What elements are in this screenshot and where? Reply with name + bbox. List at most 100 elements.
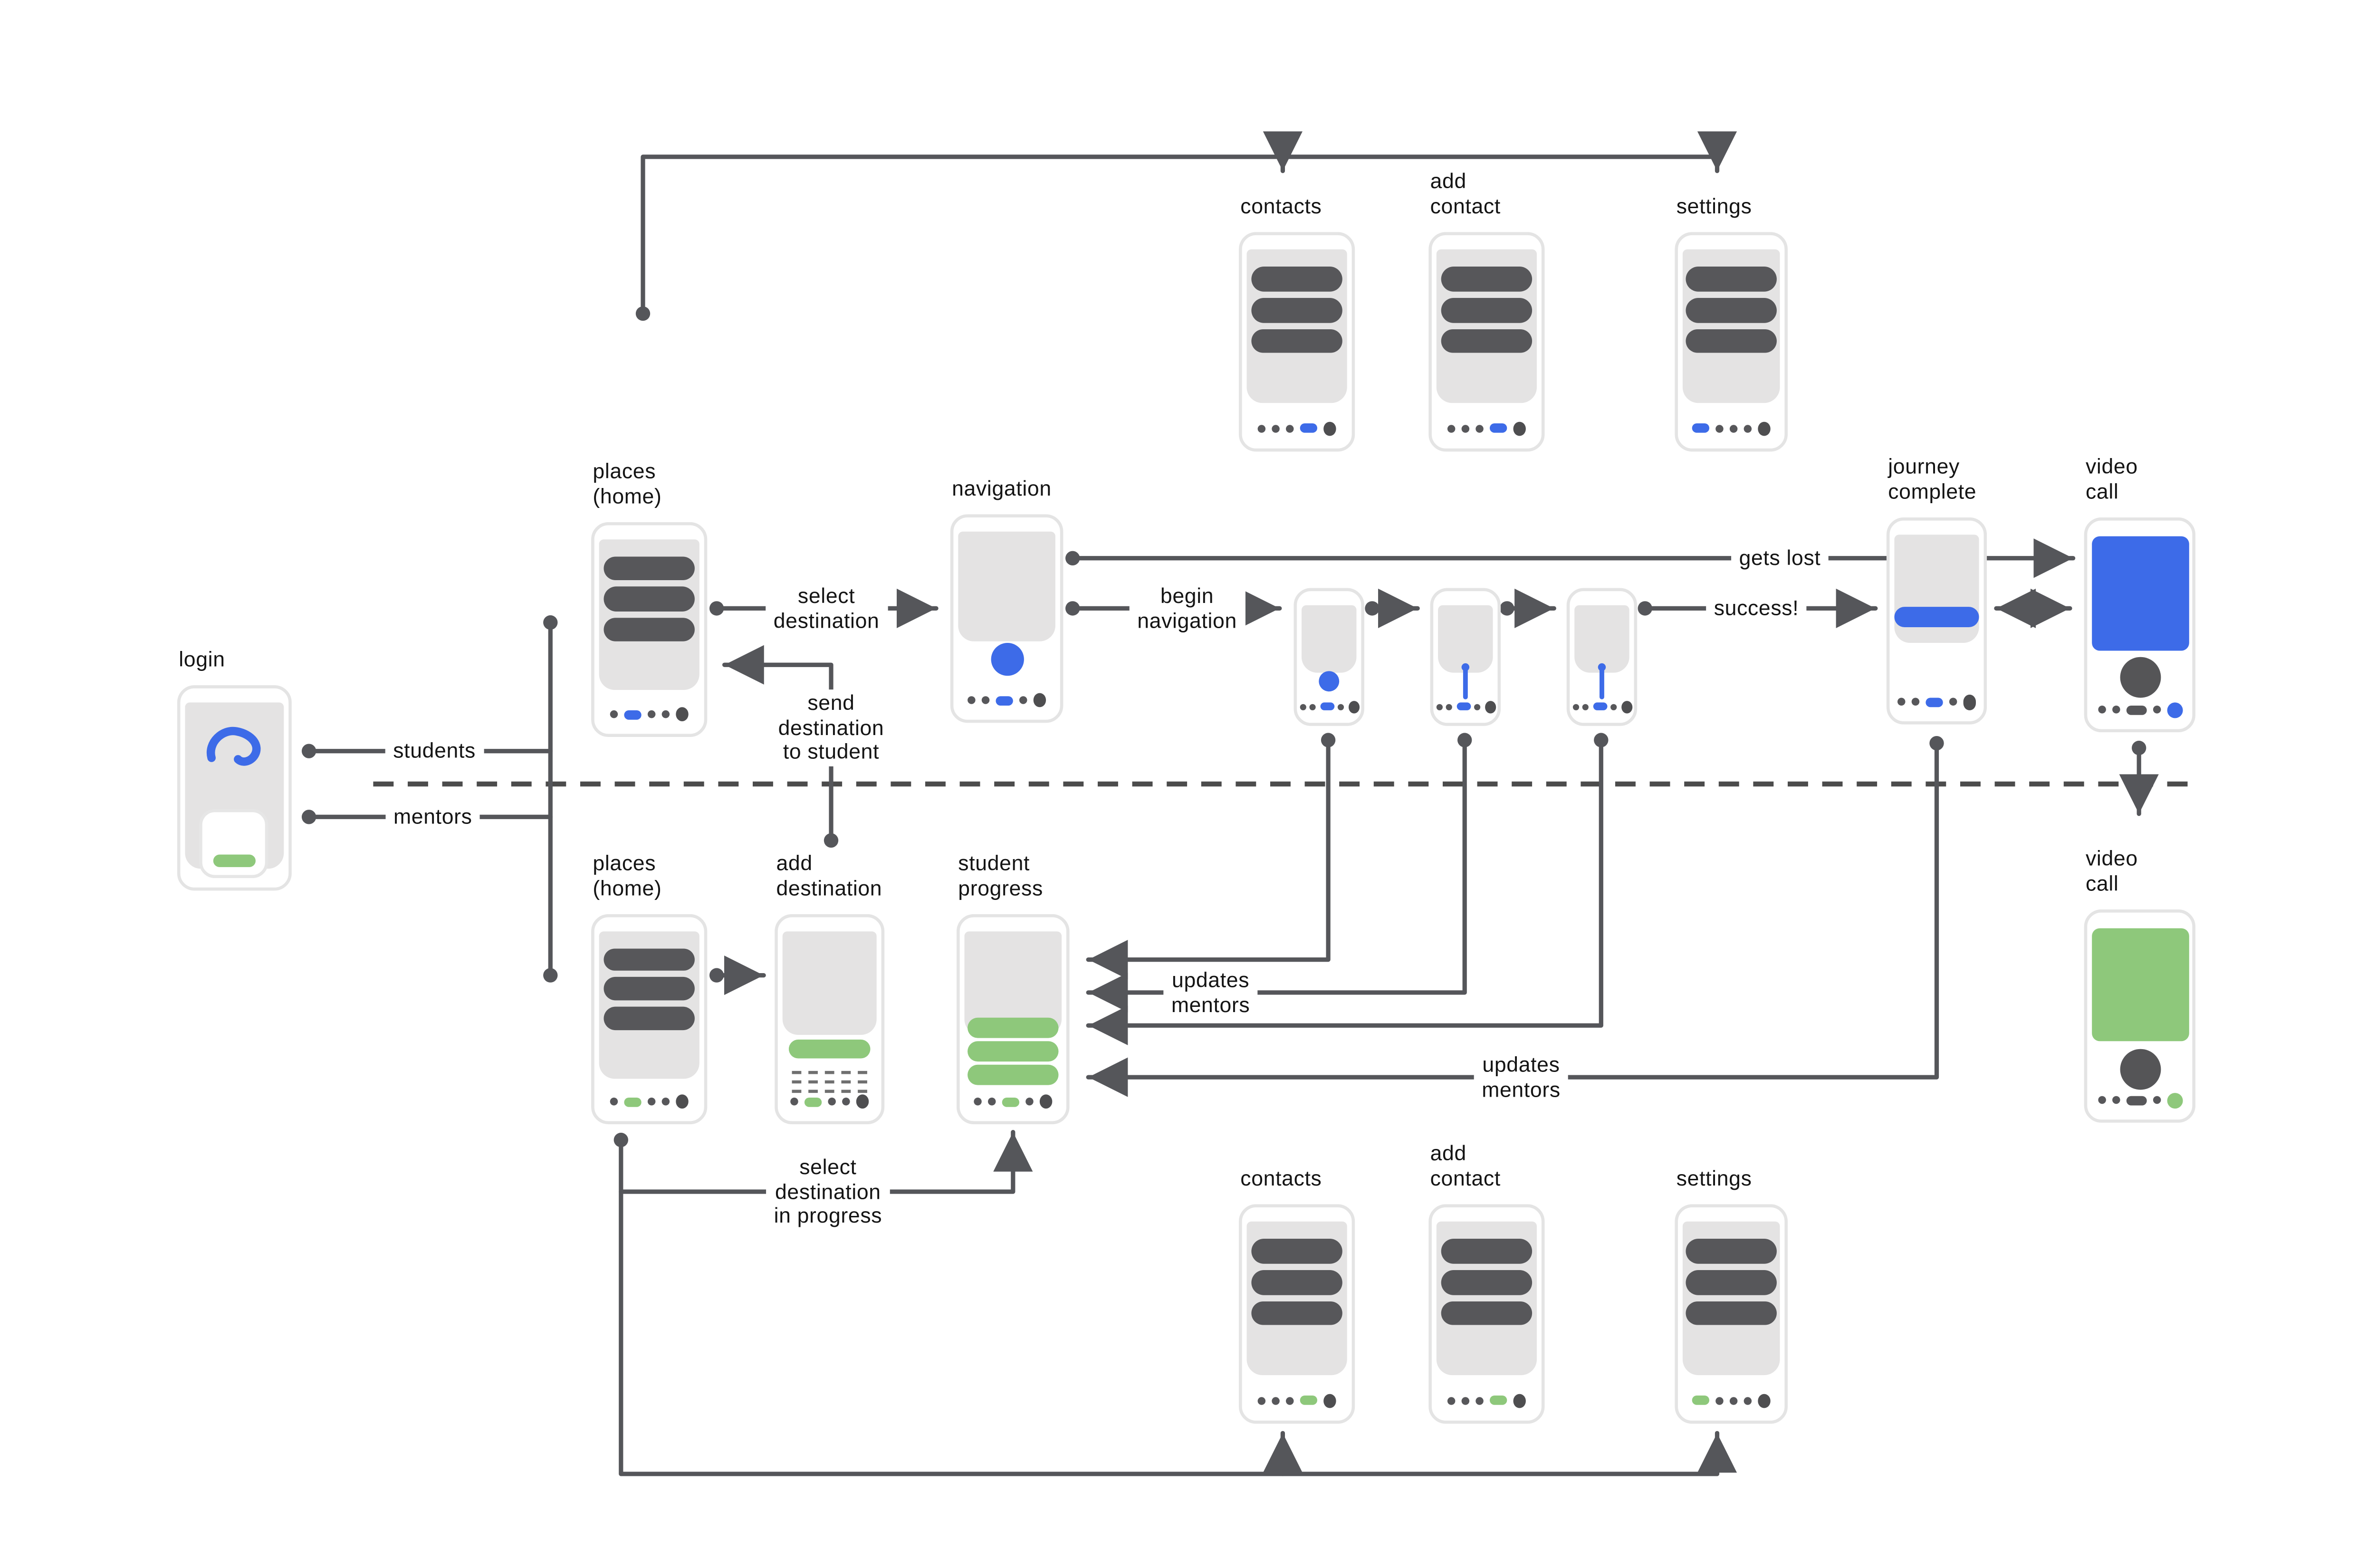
phone-contacts-mentors: [1239, 1204, 1355, 1424]
phone-nav-step-2: [1430, 588, 1501, 726]
edge-label-updates-mentors-journey: updates mentors: [1474, 1051, 1569, 1103]
navbar-dots: [2087, 699, 2192, 720]
navbar-dot: [1897, 698, 1905, 706]
wire-places-to-top-menu: [635, 131, 1737, 321]
phone-label-add-contact-mentors: add contact: [1430, 1141, 1501, 1190]
navbar-dots: [1678, 419, 1784, 439]
navbar-dot-active: [2166, 701, 2182, 717]
navbar-dot: [609, 1098, 618, 1106]
login-logo-icon: [203, 724, 266, 774]
navbar-dots: [1432, 419, 1542, 439]
navbar-dot-home: [1963, 694, 1976, 710]
phone-label-login: login: [179, 647, 225, 671]
edge-label-gets-lost: gets lost: [1731, 544, 1829, 572]
phone-label-journey-complete: journey complete: [1888, 455, 1977, 504]
navbar-dot-home: [1323, 421, 1337, 436]
phone-navigation: [950, 514, 1063, 723]
navbar-dot: [661, 1098, 670, 1106]
phone-login: [177, 685, 292, 891]
edge-label-success: success!: [1706, 594, 1807, 622]
list-item-bar: [603, 947, 696, 972]
map-screen: [958, 531, 1055, 642]
navbar-dot: [827, 1098, 836, 1106]
navbar-dot: [1475, 424, 1483, 433]
list-item-bar: [1686, 1270, 1776, 1295]
route-line-icon: [1463, 666, 1467, 699]
navbar-dot: [1271, 424, 1279, 433]
navbar-dot: [1715, 1396, 1723, 1405]
progress-bar: [967, 1042, 1059, 1062]
navbar-dot-active: [1592, 703, 1607, 711]
phone-label-places-home-students: places (home): [593, 459, 662, 508]
navbar-dot: [1582, 703, 1589, 710]
navbar-dot-home: [1033, 693, 1046, 708]
list-item-bar: [1251, 298, 1343, 323]
navbar-dot: [1285, 424, 1293, 433]
navbar-dots: [594, 704, 704, 725]
phone-nav-step-3: [1566, 588, 1638, 726]
navbar-dots: [960, 1091, 1066, 1112]
navbar-dot: [967, 696, 975, 705]
list-item-bar: [1686, 298, 1776, 323]
edge-label-updates-mentors-nav: updates mentors: [1163, 966, 1258, 1019]
navbar-dot-active: [995, 696, 1013, 706]
navbar-dot-home: [855, 1094, 870, 1109]
wire-video-to-mentor-video: [2119, 740, 2159, 816]
navbar-dot: [1447, 1396, 1455, 1405]
navbar-dots: [2087, 1090, 2192, 1110]
list-item-bar: [1686, 329, 1776, 354]
navbar-dot-home: [1513, 1393, 1526, 1408]
phone-settings-mentors: [1675, 1204, 1788, 1424]
navbar-dots: [1297, 697, 1361, 717]
list-item-bar: [1440, 1270, 1533, 1295]
navbar-dot: [661, 710, 670, 718]
phone-label-student-progress: student progress: [958, 851, 1043, 900]
navbar-dot: [1446, 703, 1452, 710]
list-item-bar: [603, 617, 696, 641]
edge-label-mentors: mentors: [385, 803, 480, 831]
navbar-dot: [2097, 706, 2106, 714]
navbar-dots: [953, 690, 1060, 711]
navbar-dot-active: [2166, 1092, 2182, 1108]
wire-select-destination-in-progress: [619, 1129, 1033, 1194]
navbar-dot-active: [1489, 1396, 1507, 1406]
navbar-dot: [1474, 703, 1481, 710]
map-screen: [1302, 605, 1357, 673]
navbar-dot: [1572, 703, 1579, 710]
navbar-dot: [1299, 703, 1306, 710]
phone-label-settings-students: settings: [1676, 194, 1752, 218]
list-item-bar: [1440, 329, 1533, 354]
navbar-dot: [2111, 1096, 2119, 1104]
navbar-dot-active: [1925, 697, 1943, 707]
wire-places-to-add-destination: [709, 956, 766, 995]
navbar-dot-active: [1001, 1097, 1019, 1107]
phone-add-destination: [775, 914, 885, 1125]
navbar-dot: [2097, 1096, 2106, 1104]
navbar-dot-home: [1757, 1393, 1771, 1408]
navbar-dot-home: [1484, 700, 1495, 713]
navbar-dot-active: [804, 1097, 822, 1107]
navbar-dot-home: [1757, 421, 1771, 436]
route-start-dot: [1461, 663, 1470, 672]
navbar-dot: [1436, 703, 1442, 710]
navbar-dots: [1242, 419, 1352, 439]
location-dot-icon: [990, 642, 1024, 676]
phone-video-call-mentors: [2084, 909, 2195, 1123]
navbar-dot-home: [675, 707, 689, 722]
navbar-dot: [973, 1098, 981, 1106]
wire-journey-updates-mentors: [1086, 736, 1944, 1097]
map-screen: [1438, 605, 1493, 673]
list-item-bar: [1686, 1301, 1776, 1326]
navbar-dot: [1475, 1396, 1483, 1405]
navbar-dots: [1242, 1391, 1352, 1411]
phone-label-video-call-students: video call: [2086, 455, 2138, 504]
navbar-dot-active: [1319, 703, 1334, 711]
location-dot-icon: [1319, 671, 1340, 692]
navbar-dot: [1949, 698, 1957, 706]
navbar-dot-active: [623, 1097, 641, 1107]
wire-places-to-bottom-menu: [613, 1132, 1737, 1476]
navbar-dot: [647, 1098, 655, 1106]
list-item-bar: [603, 977, 696, 1001]
navbar-dot: [842, 1098, 850, 1106]
